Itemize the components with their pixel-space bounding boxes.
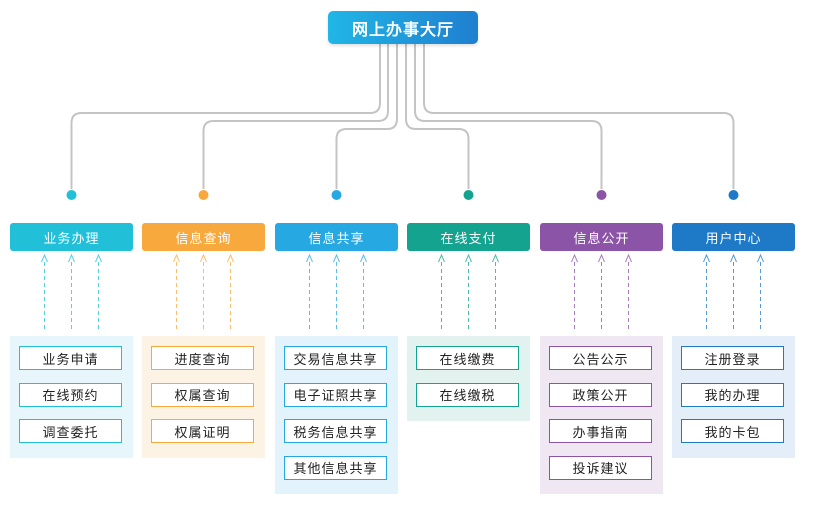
service-item[interactable]: 办事指南 [549, 419, 652, 443]
service-item[interactable]: 公告公示 [549, 346, 652, 370]
category-header[interactable]: 在线支付 [407, 223, 530, 251]
category-dot [596, 190, 607, 200]
arrow-head [465, 253, 472, 263]
category-dot [198, 190, 209, 200]
service-item[interactable]: 权属证明 [151, 419, 254, 443]
category-header[interactable]: 信息公开 [540, 223, 663, 251]
arrow-head [333, 253, 340, 263]
arrow-head [41, 253, 48, 263]
connector-line [70, 44, 381, 189]
arrow-head [173, 253, 180, 263]
arrow-head [598, 253, 605, 263]
arrow-head [757, 253, 764, 263]
arrow-head [571, 253, 578, 263]
category-panel: 交易信息共享电子证照共享税务信息共享其他信息共享 [275, 336, 398, 494]
category-panel: 进度查询权属查询权属证明 [142, 336, 265, 458]
service-item[interactable]: 我的办理 [681, 382, 784, 407]
arrow-head [438, 253, 445, 263]
arrow-head [730, 253, 737, 263]
service-item[interactable]: 权属查询 [151, 382, 254, 407]
service-item[interactable]: 在线预约 [19, 382, 122, 407]
arrow-head [625, 253, 632, 263]
connector-line [414, 44, 603, 189]
service-item[interactable]: 在线缴税 [416, 382, 519, 407]
service-item[interactable]: 政策公开 [549, 382, 652, 407]
arrow-head [95, 253, 102, 263]
category-header[interactable]: 信息查询 [142, 223, 265, 251]
connector-line [202, 44, 389, 189]
service-item[interactable]: 电子证照共享 [284, 382, 387, 407]
category-header[interactable]: 用户中心 [672, 223, 795, 251]
category-dot [728, 190, 739, 200]
connector-line [423, 44, 735, 189]
arrow-head [306, 253, 313, 263]
arrow-head [360, 253, 367, 263]
arrow-head [200, 253, 207, 263]
category-panel: 业务申请在线预约调查委托 [10, 336, 133, 458]
service-item[interactable]: 在线缴费 [416, 346, 519, 370]
category-header[interactable]: 信息共享 [275, 223, 398, 251]
category-panel: 在线缴费在线缴税 [407, 336, 530, 421]
category-dot [331, 190, 342, 200]
service-item[interactable]: 业务申请 [19, 346, 122, 370]
service-item[interactable]: 其他信息共享 [284, 455, 387, 480]
service-item[interactable]: 调查委托 [19, 419, 122, 443]
category-dot [463, 190, 474, 200]
service-item[interactable]: 进度查询 [151, 346, 254, 370]
service-item[interactable]: 注册登录 [681, 346, 784, 370]
connector-line [335, 44, 398, 189]
category-panel: 注册登录我的办理我的卡包 [672, 336, 795, 458]
root-node-title: 网上办事大厅 [328, 11, 478, 44]
category-panel: 公告公示政策公开办事指南投诉建议 [540, 336, 663, 494]
arrow-head [68, 253, 75, 263]
arrow-head [227, 253, 234, 263]
service-item[interactable]: 我的卡包 [681, 419, 784, 443]
service-item[interactable]: 投诉建议 [549, 455, 652, 480]
connector-line [405, 44, 470, 189]
category-dot [66, 190, 77, 200]
arrow-head [492, 253, 499, 263]
service-item[interactable]: 税务信息共享 [284, 419, 387, 443]
category-header[interactable]: 业务办理 [10, 223, 133, 251]
arrow-head [703, 253, 710, 263]
service-item[interactable]: 交易信息共享 [284, 346, 387, 370]
